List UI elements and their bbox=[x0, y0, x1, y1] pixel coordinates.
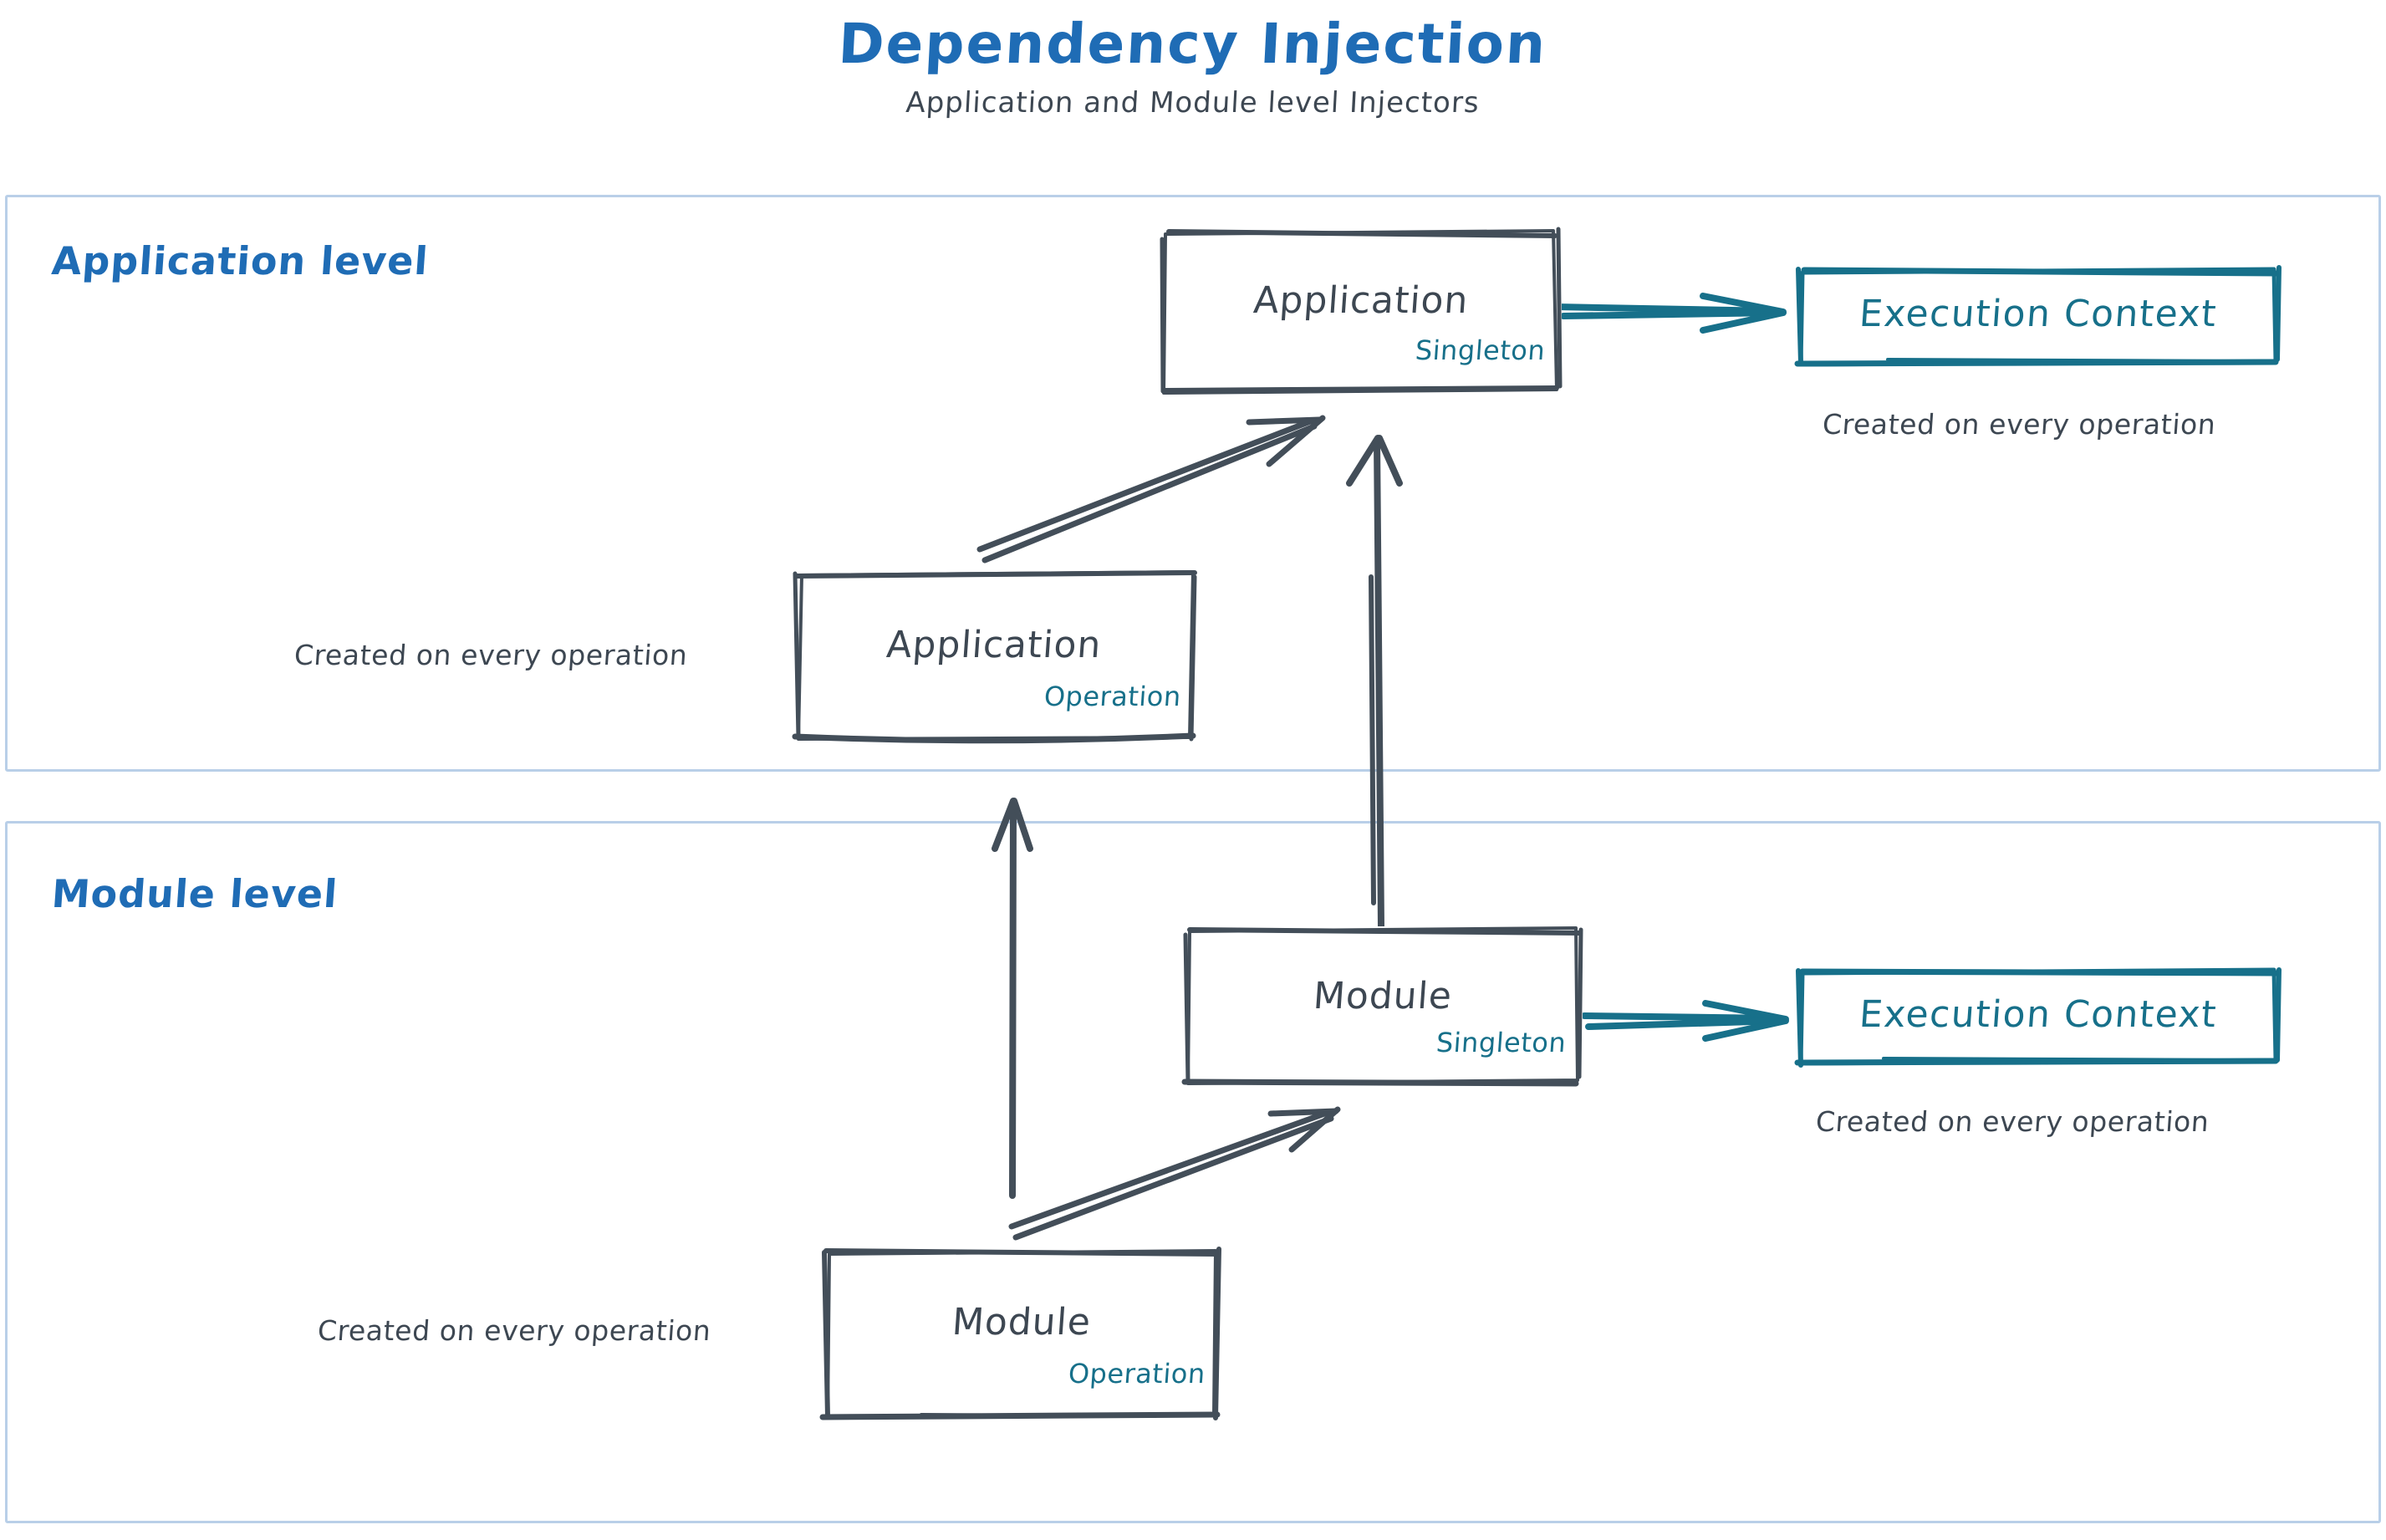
page-subtitle: Application and Module level Injectors bbox=[905, 86, 1481, 120]
page-title: Dependency Injection bbox=[836, 12, 1549, 76]
node-module-singleton[interactable]: Module Singleton bbox=[1181, 926, 1583, 1087]
node-title: Application bbox=[1252, 279, 1471, 322]
execution-context-application-note: Created on every operation bbox=[1821, 408, 2217, 441]
node-scope: Singleton bbox=[1435, 1027, 1568, 1058]
node-application-singleton[interactable]: Application Singleton bbox=[1160, 227, 1563, 395]
execution-context-module[interactable]: Execution Context bbox=[1794, 967, 2281, 1068]
module-level-label: Module level bbox=[50, 871, 339, 916]
node-title: Module bbox=[1312, 975, 1454, 1017]
application-operation-note: Created on every operation bbox=[293, 639, 689, 671]
application-level-label: Application level bbox=[50, 238, 431, 283]
execution-context-label: Execution Context bbox=[1858, 293, 2219, 335]
execution-context-application[interactable]: Execution Context bbox=[1794, 265, 2281, 368]
node-application-operation[interactable]: Application Operation bbox=[790, 570, 1198, 744]
node-title: Application bbox=[885, 624, 1104, 666]
sketch-frame bbox=[792, 570, 1197, 744]
execution-context-module-note: Created on every operation bbox=[1814, 1105, 2210, 1138]
node-scope: Singleton bbox=[1414, 334, 1547, 366]
title-block: Dependency Injection Application and Mod… bbox=[0, 0, 2386, 120]
module-operation-note: Created on every operation bbox=[316, 1314, 712, 1347]
sketch-frame bbox=[1794, 967, 2281, 1068]
node-module-operation[interactable]: Module Operation bbox=[819, 1247, 1222, 1421]
sketch-frame bbox=[819, 1247, 1221, 1420]
sketch-frame bbox=[1160, 227, 1563, 395]
node-scope: Operation bbox=[1043, 681, 1183, 712]
node-scope: Operation bbox=[1067, 1358, 1207, 1390]
sketch-frame bbox=[1794, 265, 2281, 367]
node-title: Module bbox=[951, 1301, 1093, 1344]
execution-context-label: Execution Context bbox=[1858, 993, 2219, 1036]
sketch-frame bbox=[1181, 926, 1583, 1087]
